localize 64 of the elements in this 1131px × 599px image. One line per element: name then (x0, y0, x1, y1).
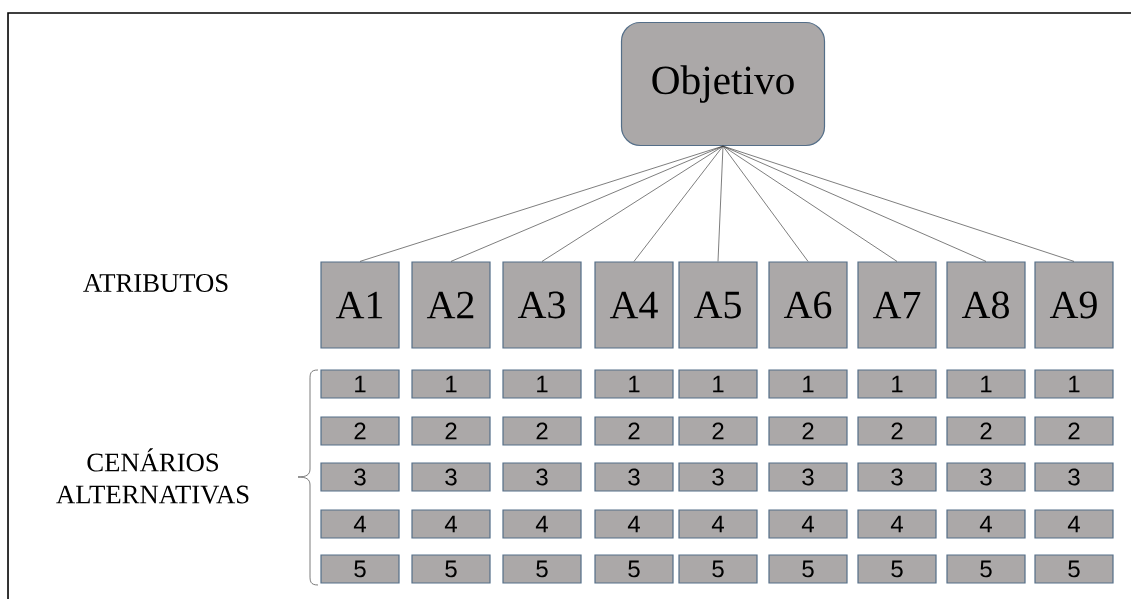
scenario-box: 1 (502, 369, 582, 399)
scenario-box: 3 (594, 462, 674, 492)
scenario-box: 4 (411, 509, 491, 539)
connector-line (722, 145, 1075, 262)
scenario-box: 1 (594, 369, 674, 399)
scenario-box: 1 (411, 369, 491, 399)
connector-line (722, 145, 809, 262)
attribute-box: A5 (678, 261, 758, 349)
scenario-box: 3 (411, 462, 491, 492)
scenario-box: 3 (946, 462, 1026, 492)
scenario-box: 3 (502, 462, 582, 492)
connector-line (722, 145, 898, 262)
scenario-box: 3 (857, 462, 937, 492)
scenario-box: 5 (678, 554, 758, 584)
scenario-box: 4 (320, 509, 400, 539)
connector-line (450, 145, 724, 262)
row-label: ATRIBUTOS (83, 274, 228, 292)
scenario-box: 4 (678, 509, 758, 539)
scenario-box: 5 (320, 554, 400, 584)
scenario-box: 2 (594, 416, 674, 446)
scenario-box: 5 (594, 554, 674, 584)
scenario-box: 2 (411, 416, 491, 446)
attribute-box: A2 (411, 261, 491, 349)
scenario-box: 5 (946, 554, 1026, 584)
scenario-box: 2 (678, 416, 758, 446)
scenario-box: 2 (320, 416, 400, 446)
scenario-box: 4 (502, 509, 582, 539)
attribute-box: A8 (946, 261, 1026, 349)
scenario-box: 1 (1034, 369, 1114, 399)
scenario-box: 5 (411, 554, 491, 584)
scenario-box: 4 (946, 509, 1026, 539)
attribute-box: A1 (320, 261, 400, 349)
scenario-box: 3 (768, 462, 848, 492)
connector-line (717, 145, 724, 262)
scenario-box: 5 (502, 554, 582, 584)
scenario-box: 1 (678, 369, 758, 399)
scenario-box: 1 (857, 369, 937, 399)
scenario-box: 3 (1034, 462, 1114, 492)
scenario-box: 2 (768, 416, 848, 446)
scenario-box: 5 (1034, 554, 1114, 584)
scenario-box: 4 (768, 509, 848, 539)
scenario-box: 2 (946, 416, 1026, 446)
objective-box: Objetivo (620, 21, 826, 147)
scenario-box: 3 (678, 462, 758, 492)
scenario-box: 2 (857, 416, 937, 446)
connector-line (541, 145, 724, 262)
attribute-box: A7 (857, 261, 937, 349)
attribute-box: A9 (1034, 261, 1114, 349)
scenario-box: 4 (594, 509, 674, 539)
attribute-box: A6 (768, 261, 848, 349)
connector-line (633, 145, 724, 262)
scenario-box: 4 (1034, 509, 1114, 539)
scenario-box: 1 (768, 369, 848, 399)
attribute-box: A3 (502, 261, 582, 349)
scenario-box: 1 (946, 369, 1026, 399)
row-label: CENÁRIOS ALTERNATIVAS (56, 448, 249, 504)
scenario-box: 2 (502, 416, 582, 446)
scenario-box: 1 (320, 369, 400, 399)
scenario-box: 5 (768, 554, 848, 584)
scenario-box: 5 (857, 554, 937, 584)
scenario-box: 2 (1034, 416, 1114, 446)
attribute-box: A4 (594, 261, 674, 349)
scenario-box: 3 (320, 462, 400, 492)
scenario-box: 4 (857, 509, 937, 539)
